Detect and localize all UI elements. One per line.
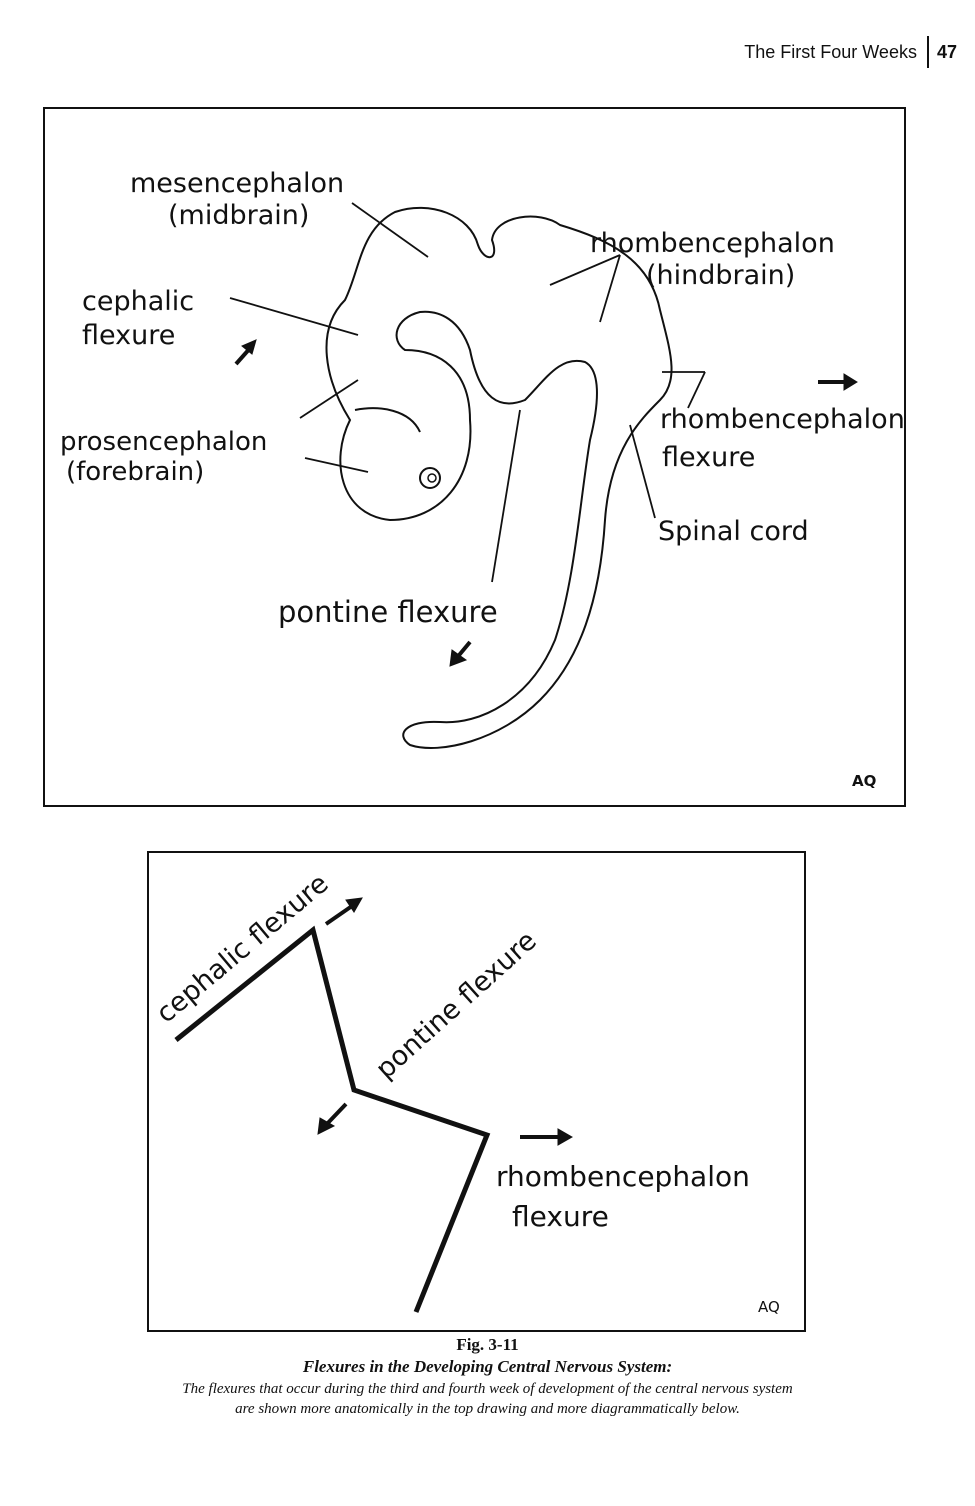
- bottom-signature: AQ: [758, 1298, 780, 1316]
- figure-number: Fig. 3-11: [456, 1335, 519, 1354]
- label-rhomb-diagram-1: rhombencephalon: [496, 1160, 750, 1193]
- label-hindbrain: (hindbrain): [646, 260, 795, 291]
- top-signature: AQ: [852, 772, 876, 790]
- flexure-diagram-line: [174, 925, 491, 1313]
- cephalic-diagram-arrow-icon: [324, 904, 354, 926]
- header-divider: [926, 36, 929, 68]
- page-number: 47: [936, 41, 957, 62]
- top-arrows: [234, 339, 858, 667]
- top-figure-frame: [43, 107, 906, 807]
- pontine-diagram-arrowhead-icon: [317, 1117, 336, 1135]
- cephalic-diagram-arrowhead-icon: [345, 897, 363, 913]
- pontine-arrowhead-icon: [449, 649, 468, 667]
- bottom-figure-frame: [147, 851, 806, 1332]
- label-mesencephalon: mesencephalon: [130, 168, 344, 199]
- cephalic-arrowhead-icon: [241, 339, 257, 355]
- inner-fold: [354, 407, 421, 433]
- rhomb-diagram-arrowhead-icon: [557, 1128, 574, 1146]
- optic-spiral: [419, 467, 441, 489]
- label-rhomb-flexure-2: flexure: [662, 442, 755, 473]
- label-forebrain: (forebrain): [66, 457, 204, 487]
- caption-title: Flexures in the Developing Central Nervo…: [302, 1357, 673, 1376]
- label-rhomb-flexure-1: rhombencephalon: [660, 404, 905, 435]
- label-pontine: pontine flexure: [278, 595, 498, 629]
- label-cephalic-1: cephalic: [82, 286, 194, 317]
- figure-caption: Fig. 3-11 Flexures in the Developing Cen…: [0, 1335, 975, 1419]
- neural-tube-outline: [325, 206, 673, 749]
- label-cephalic-flexure: cephalic flexure: [151, 868, 335, 1029]
- caption-body: The flexures that occur during the third…: [182, 1381, 793, 1417]
- label-pontine-flexure: pontine flexure: [370, 925, 543, 1085]
- label-spinal-cord: Spinal cord: [658, 516, 809, 547]
- label-rhombencephalon: rhombencephalon: [590, 228, 835, 259]
- optic-spiral-inner: [427, 473, 437, 483]
- label-prosencephalon: prosencephalon: [60, 427, 267, 457]
- label-rhomb-diagram-2: flexure: [512, 1200, 609, 1233]
- running-title: The First Four Weeks: [744, 41, 917, 62]
- label-midbrain: (midbrain): [168, 200, 309, 231]
- top-leader-lines: [229, 202, 706, 583]
- label-cephalic-2: flexure: [82, 320, 175, 351]
- running-header: The First Four Weeks 47: [744, 36, 957, 68]
- bottom-arrows: [317, 897, 574, 1146]
- rhomb-arrowhead-icon: [843, 373, 858, 391]
